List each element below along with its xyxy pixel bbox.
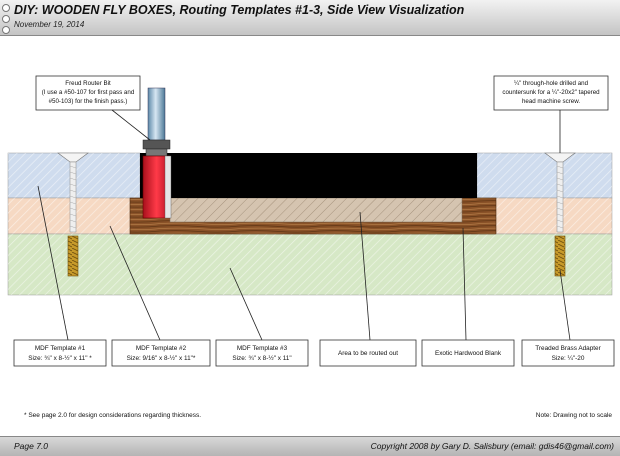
left-brass-adapter-icon <box>67 235 79 277</box>
binder-hole-icon <box>2 26 10 34</box>
page-date: November 19, 2014 <box>14 20 85 29</box>
mdf2-label-size: Size: 9/16" x 8-½" x 11"* <box>127 354 196 362</box>
mdf3-label-name: MDF Template #3 <box>237 345 288 352</box>
template-opening <box>140 153 477 198</box>
brass-label-size: Size: ¼"-20 <box>552 355 585 362</box>
router-bit-callout-line-2: (I use a #50-107 for first pass and <box>42 89 135 96</box>
router-bit-callout-line-3: #50-103) for the finish pass.) <box>49 98 128 105</box>
binder-hole-icon <box>2 15 10 23</box>
brass-label-name: Treaded Brass Adapter <box>535 345 601 352</box>
copyright: Copyright 2008 by Gary D. Salisbury (ema… <box>370 441 614 451</box>
page-number: Page 7.0 <box>14 441 49 451</box>
label-brass-adapter: Treaded Brass Adapter Size: ¼"-20 <box>521 339 615 367</box>
blank-label-text: Exotic Hardwood Blank <box>435 350 502 357</box>
routed-area <box>169 197 463 223</box>
screw-hole-callout-line-2: countersunk for a ¼"-20x2" tapered <box>502 89 600 96</box>
label-mdf-template-2: MDF Template #2 Size: 9/16" x 8-½" x 11"… <box>111 339 211 367</box>
right-brass-adapter-icon <box>554 235 566 277</box>
label-mdf-template-1: MDF Template #1 Size: ¾" x 8-½" x 11" * <box>13 339 107 367</box>
binder-hole-icon <box>2 4 10 12</box>
routed-label-text: Area to be routed out <box>338 350 398 357</box>
left-screw-icon <box>57 152 89 233</box>
screw-hole-callout-line-3: head machine screw. <box>522 98 580 105</box>
right-screw-icon <box>544 152 576 233</box>
mdf2-label-name: MDF Template #2 <box>136 345 187 352</box>
label-routed-area: Area to be routed out <box>319 339 417 367</box>
thickness-note: * See page 2.0 for design considerations… <box>24 412 202 419</box>
page-header: DIY: WOODEN FLY BOXES, Routing Templates… <box>0 0 620 36</box>
page-footer: Page 7.0 Copyright 2008 by Gary D. Salis… <box>0 436 620 456</box>
router-bit-callout-line-1: Freud Router Bit <box>65 80 111 87</box>
screw-hole-callout-line-1: ¼" through-hole drilled and <box>514 80 589 87</box>
mdf1-label-name: MDF Template #1 <box>35 345 86 352</box>
router-bit-callout: Freud Router Bit (I use a #50-107 for fi… <box>35 75 151 141</box>
leader-lines <box>37 185 571 341</box>
label-mdf-template-3: MDF Template #3 Size: ¾" x 8-½" x 11" <box>215 339 309 367</box>
side-view-diagram: Freud Router Bit (I use a #50-107 for fi… <box>7 75 615 367</box>
screw-hole-callout: ¼" through-hole drilled and countersunk … <box>493 75 609 153</box>
mdf3-label-size: Size: ¾" x 8-½" x 11" <box>232 354 291 362</box>
scale-note: Note: Drawing not to scale <box>535 412 612 419</box>
label-hardwood-blank: Exotic Hardwood Blank <box>421 339 515 367</box>
page-title: DIY: WOODEN FLY BOXES, Routing Templates… <box>14 3 465 17</box>
router-bit-icon <box>142 87 172 219</box>
mdf1-label-size: Size: ¾" x 8-½" x 11" * <box>28 354 92 362</box>
